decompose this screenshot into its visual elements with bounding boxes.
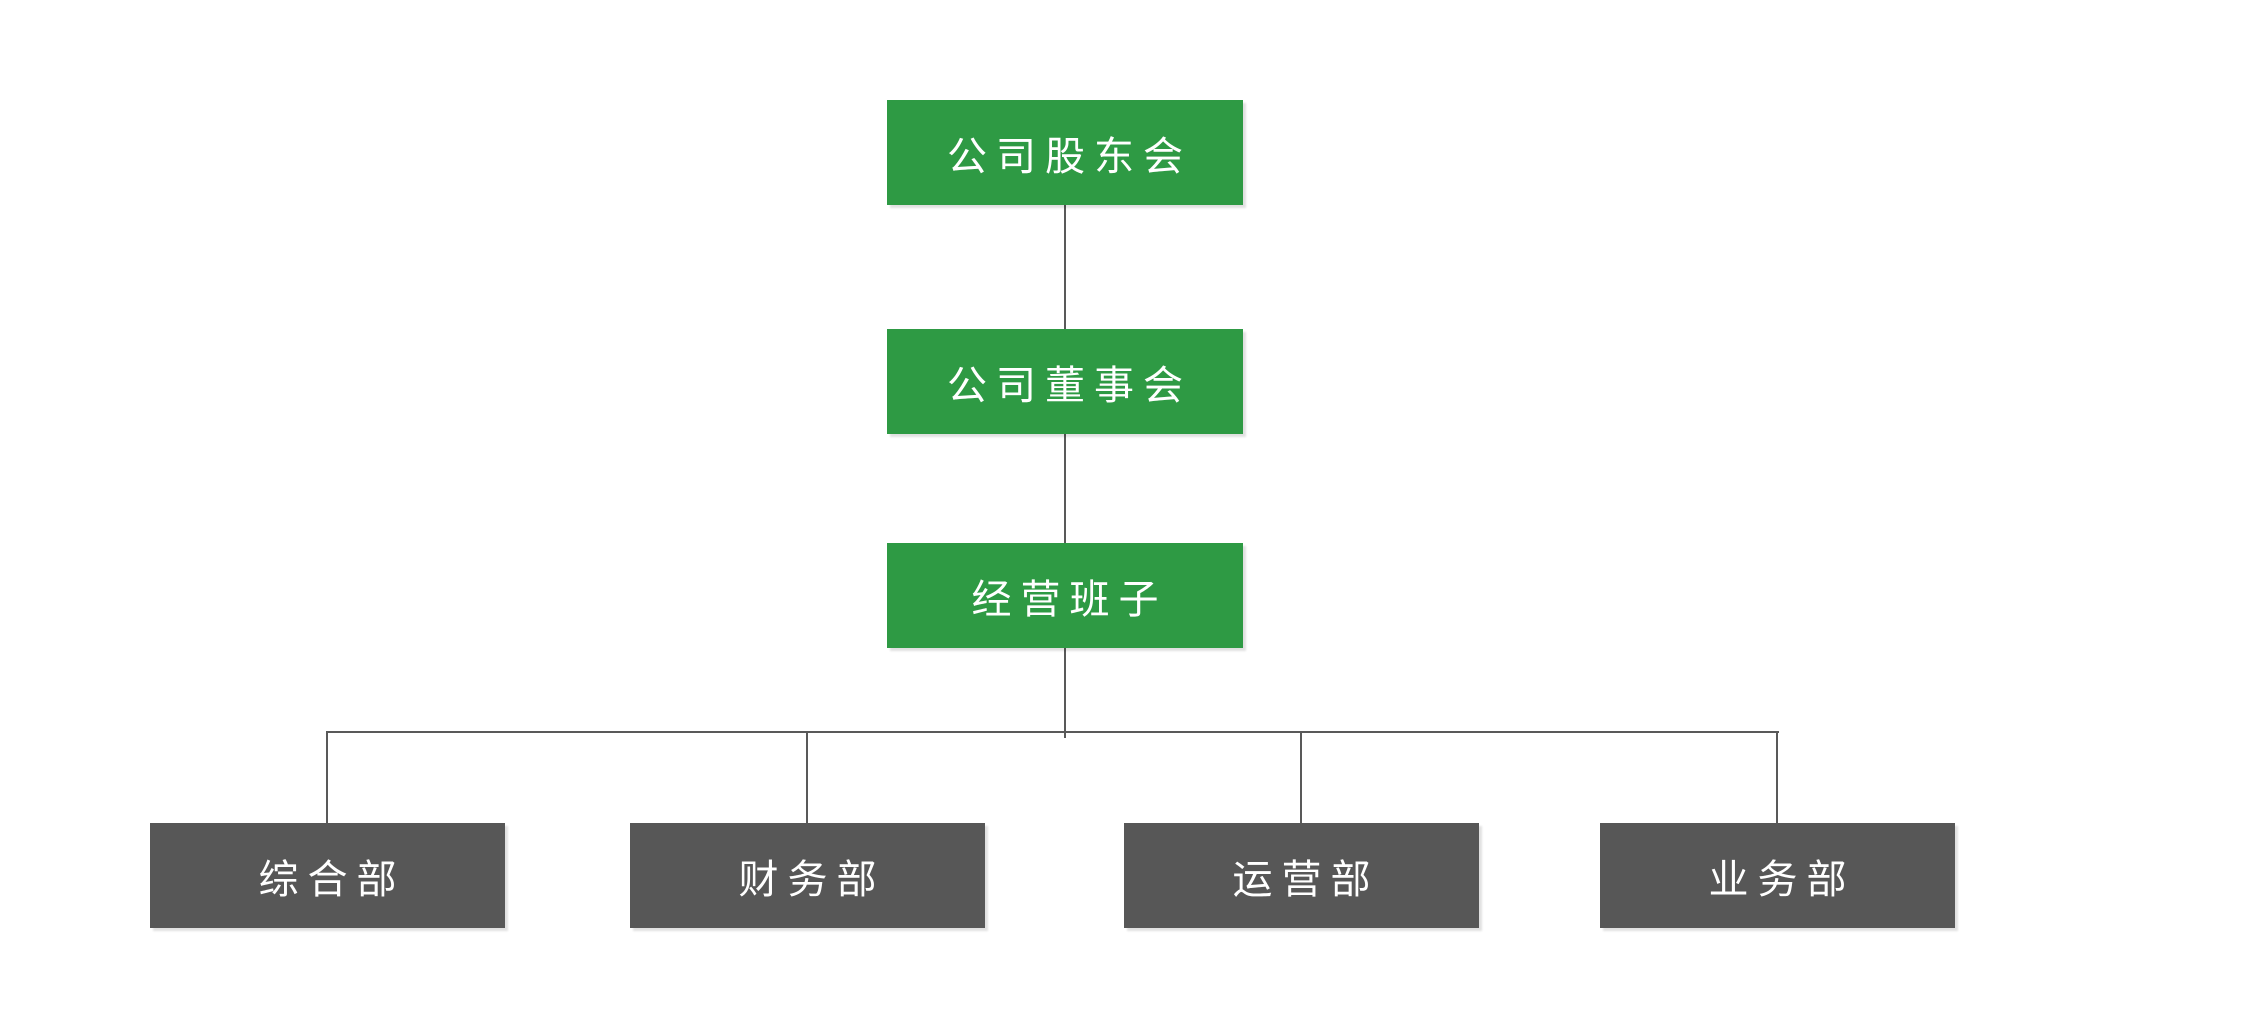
node-board-of-directors-label: 公司董事会 (947, 362, 1192, 408)
node-business-department: 业务部 (1600, 823, 1955, 928)
connector-drop-operations (1300, 731, 1302, 824)
connector-drop-finance (806, 731, 808, 824)
node-finance-department: 财务部 (630, 823, 985, 928)
node-business-department-label: 业务部 (1708, 856, 1856, 902)
node-management-team-label: 经营班子 (971, 576, 1168, 622)
node-management-team: 经营班子 (887, 543, 1243, 648)
node-finance-department-label: 财务部 (738, 856, 886, 902)
connector-management-stem (1064, 646, 1066, 738)
connector-drop-general (326, 731, 328, 824)
node-general-department: 综合部 (150, 823, 505, 928)
connector-shareholders-to-board (1064, 203, 1066, 331)
connector-department-rail (326, 731, 1779, 733)
node-general-department-label: 综合部 (258, 856, 406, 902)
connector-board-to-management (1064, 432, 1066, 545)
connector-drop-business (1776, 731, 1778, 824)
node-operations-department-label: 运营部 (1232, 856, 1380, 902)
node-operations-department: 运营部 (1124, 823, 1479, 928)
node-shareholders-meeting-label: 公司股东会 (947, 133, 1192, 179)
node-shareholders-meeting: 公司股东会 (887, 100, 1243, 205)
node-board-of-directors: 公司董事会 (887, 329, 1243, 434)
